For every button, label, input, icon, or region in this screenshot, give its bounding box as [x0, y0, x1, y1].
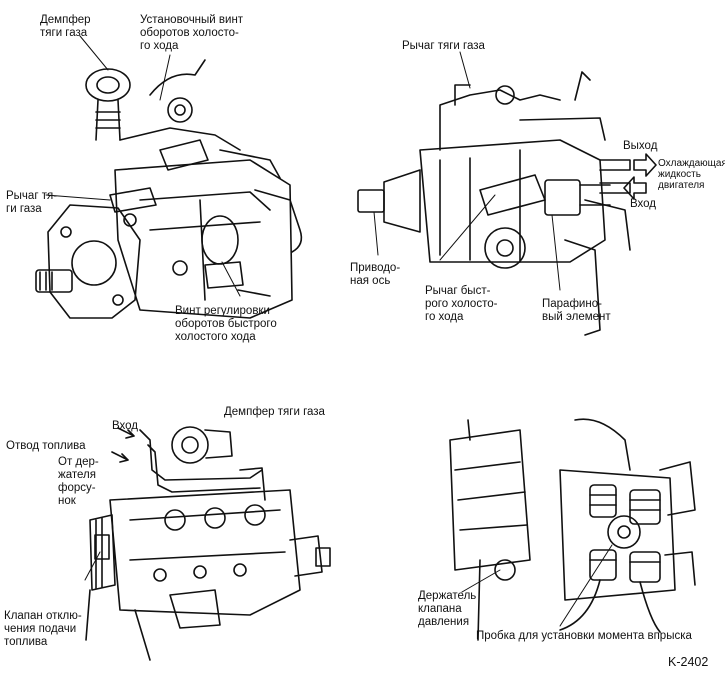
figure-reference: K-2402	[668, 655, 709, 669]
label-inlet-right: Вход	[630, 198, 657, 210]
label-damper-top: Демпфер тяги газа	[40, 14, 91, 39]
label-drive-shaft: Приводо- ная ось	[350, 262, 401, 287]
label-cutoff-valve: Клапан отклю- чения подачи топлива	[4, 610, 82, 648]
label-timing-plug: Пробка для установки момента впрыска	[476, 630, 692, 642]
label-idle-screw: Установочный винт оборотов холосто- го х…	[140, 14, 244, 52]
pump-view-fuel-lines	[85, 426, 331, 661]
label-throttle-lever-left: Рычаг тя- ги газа	[6, 190, 58, 215]
label-fast-idle-screw: Винт регулировки оборотов быстрого холос…	[175, 305, 277, 343]
label-inlet-bottom: Вход	[112, 420, 139, 432]
pump-view-throttle-side	[35, 59, 303, 319]
label-fuel-return: Отвод топлива	[6, 440, 86, 452]
label-damper-bottom: Демпфер тяги газа	[224, 406, 325, 418]
leader-lines	[45, 35, 613, 627]
label-throttle-lever-right: Рычаг тяги газа	[402, 40, 485, 52]
label-coolant: Охлаждающая жидкость двигателя	[658, 158, 725, 191]
label-outlet: Выход	[623, 140, 658, 152]
label-paraffin-element: Парафино- вый элемент	[542, 298, 611, 323]
label-fast-idle-lever: Рычаг быст- рого холосто- го хода	[425, 285, 498, 323]
label-from-injector-holder: От дер- жателя форсу- нок	[58, 456, 99, 507]
pump-view-paraffin-side	[357, 71, 657, 336]
pump-view-valve-holders	[449, 418, 696, 641]
label-pressure-valve-holder: Держатель клапана давления	[418, 590, 477, 628]
